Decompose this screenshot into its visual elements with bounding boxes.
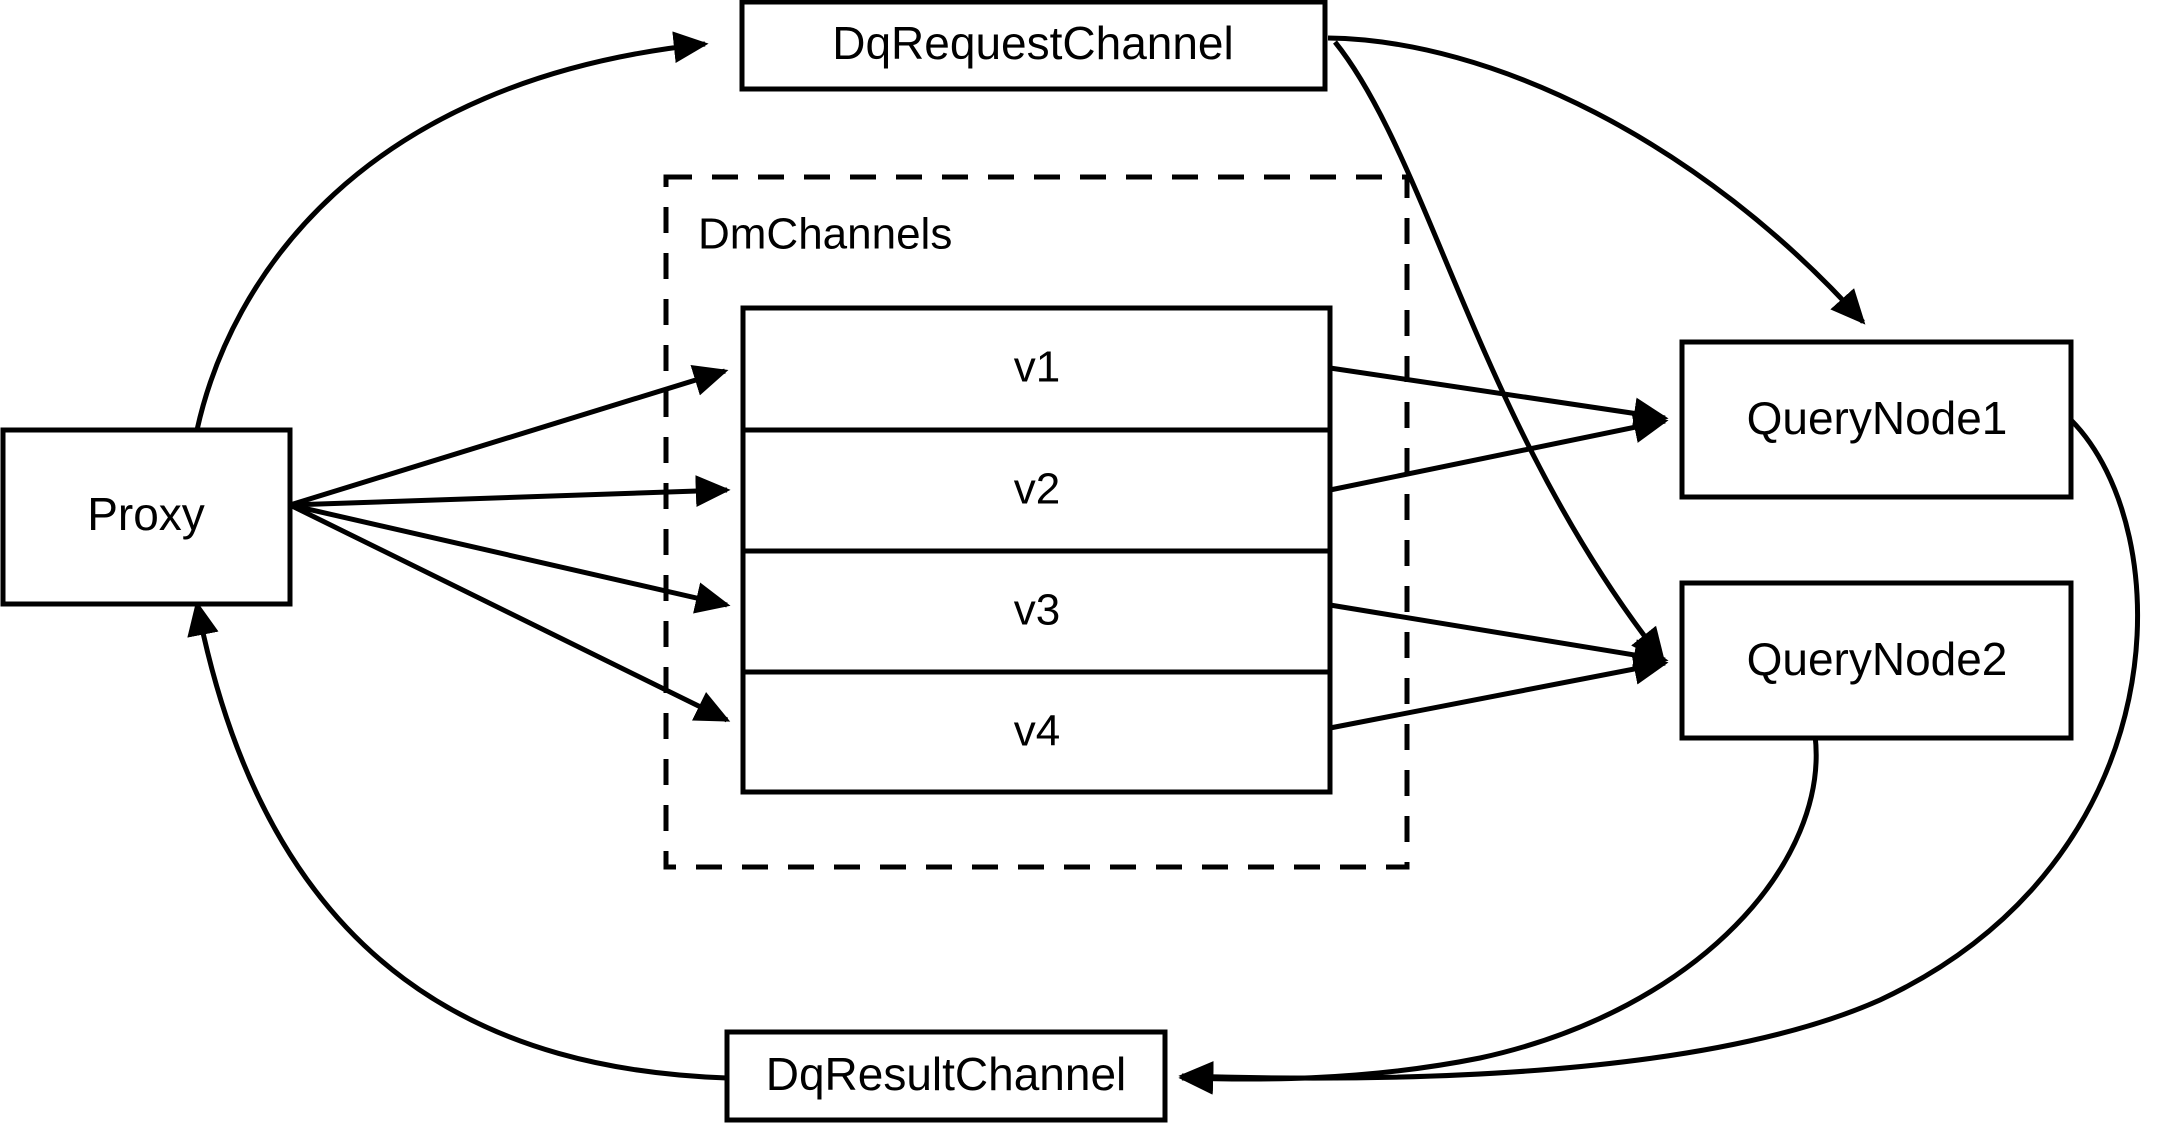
channel-label-v2: v2 bbox=[1014, 465, 1060, 514]
dqrequestchannel-label: DqRequestChannel bbox=[832, 17, 1234, 69]
dqresultchannel-label: DqResultChannel bbox=[766, 1048, 1127, 1100]
edge-proxy-to-v3 bbox=[289, 502, 731, 614]
channel-label-v1: v1 bbox=[1014, 343, 1060, 392]
edge-dqresultchannel-to-proxy bbox=[187, 600, 728, 1081]
edge-proxy-to-v4 bbox=[288, 502, 731, 723]
edge-querynode2-to-dqresultchannel bbox=[1178, 734, 1819, 1095]
proxy-label: Proxy bbox=[87, 488, 205, 540]
channel-label-v3: v3 bbox=[1014, 586, 1060, 635]
querynode1-label: QueryNode1 bbox=[1747, 392, 2008, 444]
edge-proxy-to-v1 bbox=[289, 364, 729, 508]
edge-v2-to-querynode1 bbox=[1329, 411, 1669, 493]
querynode1-box[interactable] bbox=[1679, 339, 2074, 500]
dqrequestchannel-box[interactable] bbox=[739, 0, 1328, 92]
edge-proxy-to-dqrequestchannel bbox=[194, 31, 709, 431]
edge-dqrequestchannel-to-querynode2 bbox=[1333, 40, 1666, 663]
edge-v1-to-querynode1 bbox=[1329, 365, 1669, 430]
edge-proxy-to-v2 bbox=[289, 475, 731, 508]
edge-v4-to-querynode2 bbox=[1329, 653, 1669, 731]
dmchannels-group-label: DmChannels bbox=[698, 210, 952, 259]
querynode2-label: QueryNode2 bbox=[1747, 633, 2008, 685]
dqresultchannel-box[interactable] bbox=[724, 1029, 1168, 1123]
edge-querynode1-to-dqresultchannel bbox=[1178, 418, 2141, 1093]
channel-label-v4: v4 bbox=[1014, 707, 1060, 756]
edge-v3-to-querynode2 bbox=[1329, 602, 1669, 671]
proxy-box[interactable] bbox=[0, 427, 293, 607]
querynode2-box[interactable] bbox=[1679, 580, 2074, 741]
dmchannels-group-box bbox=[663, 174, 1410, 870]
edge-dqrequestchannel-to-querynode1 bbox=[1327, 35, 1866, 325]
